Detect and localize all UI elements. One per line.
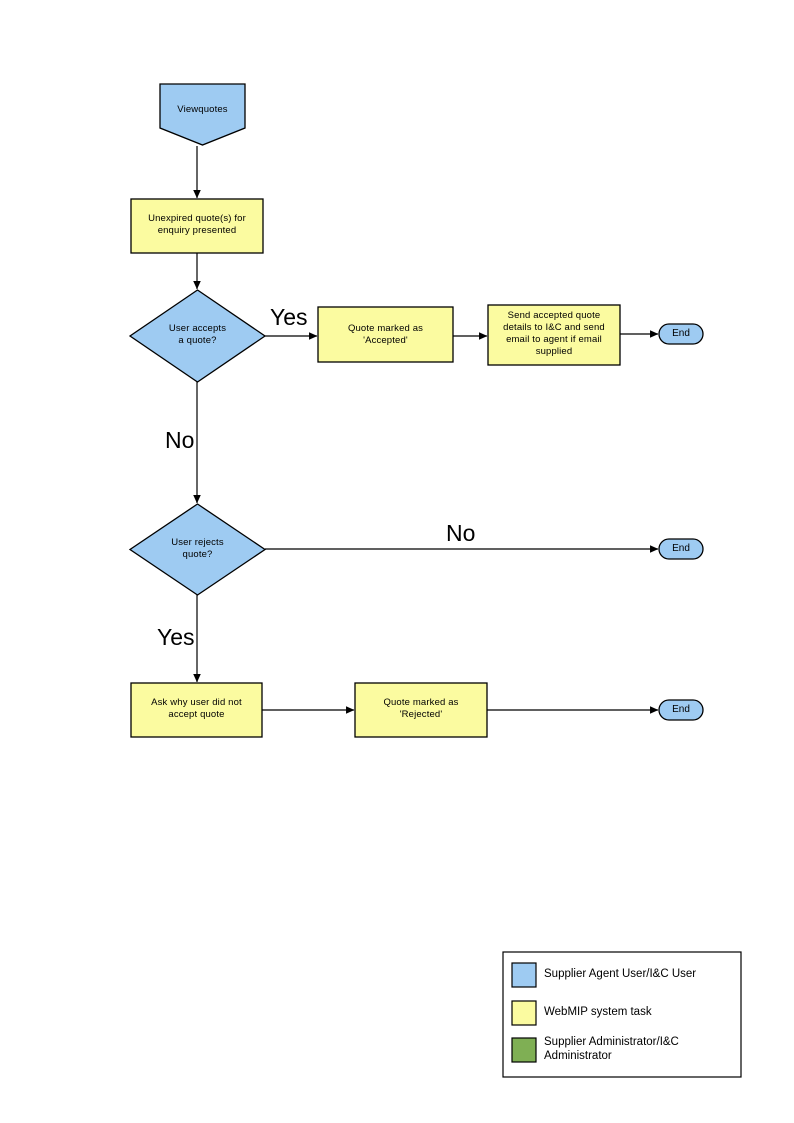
node-quote-marked-rejected[interactable] — [354, 682, 488, 738]
node-end-terminator-2[interactable] — [658, 538, 704, 560]
node-decision-user-accepts[interactable] — [128, 289, 267, 383]
edge-label-yes-rejects: Yes — [157, 624, 195, 650]
node-end-terminator-3-label: End — [672, 704, 690, 715]
node-end-terminator-1-label: End — [672, 328, 690, 339]
legend-swatch-supplier-agent-user — [511, 962, 537, 988]
edge-label-no-accepts: No — [165, 427, 195, 453]
legend-swatch-webmip-system-task — [511, 1000, 537, 1026]
legend-label-webmip-system-task: WebMIP system task — [544, 1006, 652, 1018]
node-end-terminator-2-label: End — [672, 543, 690, 554]
legend-swatch-supplier-administrator — [511, 1037, 537, 1063]
legend-label-supplier-agent-user: Supplier Agent User/I&C User — [544, 968, 697, 980]
legend-label-supplier-administrator: Supplier Administrator/I&C Administrator — [544, 1036, 679, 1062]
node-end-terminator-1[interactable] — [658, 323, 704, 345]
node-send-accepted-quote-details[interactable] — [487, 304, 621, 366]
node-quote-marked-accepted[interactable] — [317, 306, 454, 363]
node-end-terminator-3[interactable] — [658, 699, 704, 721]
node-ask-why-user-declined[interactable] — [130, 682, 263, 738]
edge-label-yes-accepts: Yes — [270, 304, 308, 330]
node-unexpired-quotes[interactable] — [130, 198, 264, 254]
node-decision-user-rejects[interactable] — [128, 503, 267, 596]
legend-box — [502, 951, 742, 1078]
edge-label-no-rejects: No — [446, 520, 476, 546]
node-start-viewquotes[interactable] — [159, 83, 246, 146]
